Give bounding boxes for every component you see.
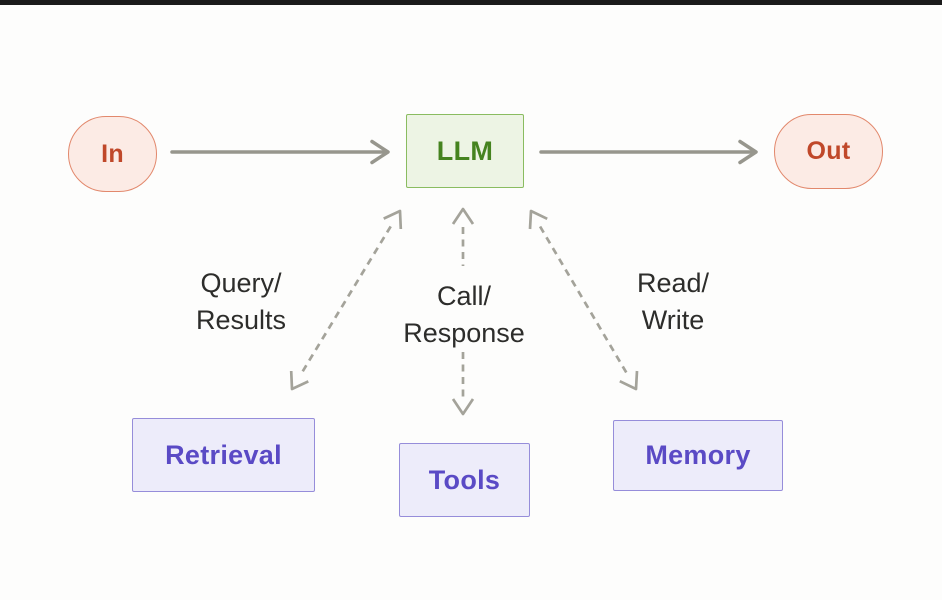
read-write-label: Read/ Write — [593, 265, 753, 339]
retrieval-node-label: Retrieval — [165, 439, 282, 470]
out-node: Out — [774, 114, 883, 189]
call-response-line2: Response — [403, 318, 525, 348]
out-node-label: Out — [806, 137, 851, 165]
query-results-line1: Query/ — [200, 268, 282, 298]
arrow-llm-memory — [528, 209, 639, 391]
llm-node: LLM — [406, 114, 524, 188]
in-node: In — [68, 116, 157, 192]
memory-node-label: Memory — [645, 440, 751, 470]
memory-node: Memory — [613, 420, 783, 491]
llm-node-label: LLM — [436, 135, 494, 166]
query-results-line2: Results — [195, 305, 287, 335]
retrieval-node: Retrieval — [132, 418, 315, 492]
tools-node-label: Tools — [428, 464, 501, 495]
arrow-llm-retrieval — [289, 209, 403, 391]
query-results-label: Query/ Results — [161, 265, 321, 339]
read-write-line2: Write — [641, 305, 705, 335]
read-write-line1: Read/ — [636, 268, 710, 298]
call-response-label: Call/ Response — [384, 278, 544, 352]
arrow-llm-to-out — [539, 139, 758, 165]
tools-node: Tools — [399, 443, 530, 517]
arrow-in-to-llm — [170, 139, 390, 165]
call-response-line1: Call/ — [436, 281, 491, 311]
arrow-llm-tools — [451, 207, 475, 416]
top-letterbox-bar — [0, 0, 942, 5]
in-node-label: In — [101, 139, 124, 168]
